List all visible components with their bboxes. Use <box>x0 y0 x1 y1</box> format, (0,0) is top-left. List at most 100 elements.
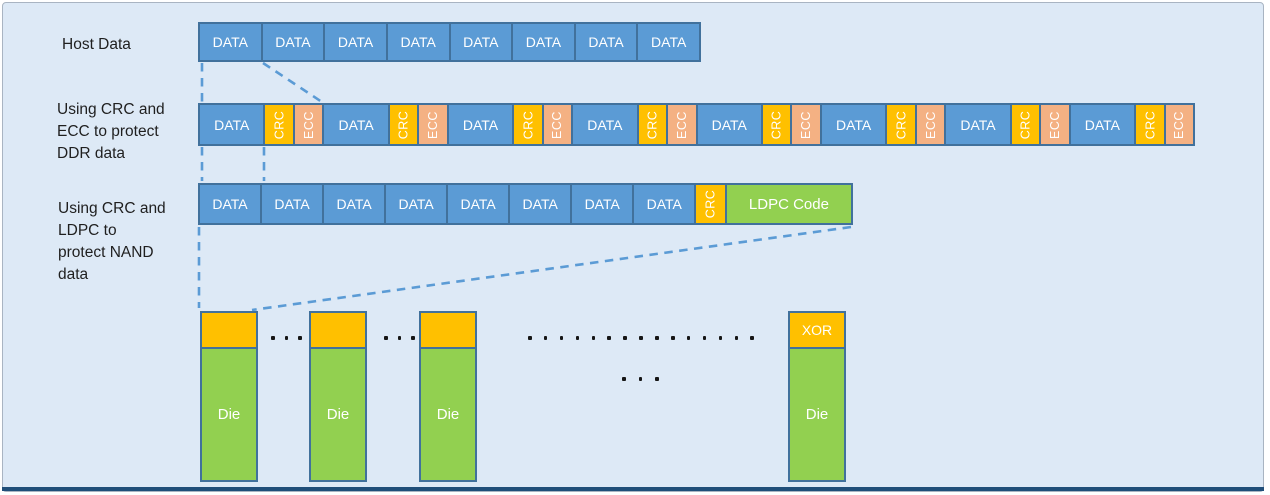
dot <box>750 336 754 340</box>
dot <box>639 336 643 340</box>
die-parity-cap <box>311 313 365 347</box>
ddr-data-group: DATA CRC ECC <box>200 105 323 144</box>
dot <box>298 336 302 340</box>
die-column: Die <box>200 311 258 482</box>
die-block: Die <box>790 349 844 480</box>
die-parity-cap <box>421 313 475 347</box>
die-block: Die <box>421 349 475 480</box>
ddr-data-block: DATA <box>324 105 388 144</box>
ecc-block: ECC <box>792 105 820 144</box>
dot <box>607 336 611 340</box>
ldpc-code-block: LDPC Code <box>726 185 851 223</box>
ddr-data-group: DATA CRC ECC <box>821 105 945 144</box>
die-block: Die <box>202 349 256 480</box>
xor-die-column: XOR Die <box>788 311 846 482</box>
crc-block: CRC <box>389 105 418 144</box>
ddr-data-block: DATA <box>200 105 264 144</box>
ecc-block-label: ECC <box>426 110 441 139</box>
die-block: Die <box>311 349 365 480</box>
ddr-data-block: DATA <box>448 105 513 144</box>
nand-protected-row: DATA DATA DATA DATA DATA DATA DATA DATA … <box>198 183 853 225</box>
ddr-protection-label: Using CRC and ECC to protect DDR data <box>57 101 165 162</box>
ecc-block-label: ECC <box>923 110 938 139</box>
ddr-data-group: DATA CRC ECC <box>324 105 447 144</box>
ecc-block: ECC <box>1165 105 1194 144</box>
xor-cap: XOR <box>790 313 844 347</box>
crc-block: CRC <box>887 105 915 144</box>
crc-block: CRC <box>1011 105 1040 144</box>
ddr-data-group: DATA CRC ECC <box>946 105 1069 144</box>
crc-block-label: CRC <box>1018 110 1033 139</box>
crc-block: CRC <box>762 105 791 144</box>
nand-data-blocks: DATA DATA DATA DATA DATA DATA DATA DATA <box>200 185 695 223</box>
dot <box>284 336 288 340</box>
ecc-block: ECC <box>668 105 696 144</box>
nand-data-block: DATA <box>386 185 447 223</box>
crc-block-label: CRC <box>769 110 784 139</box>
ddr-data-group: DATA CRC ECC <box>448 105 572 144</box>
ecc-block-label: ECC <box>1047 110 1062 139</box>
dot <box>623 336 627 340</box>
die-column: Die <box>309 311 367 482</box>
nand-data-block: DATA <box>324 185 385 223</box>
host-data-block: DATA <box>638 24 699 60</box>
dot <box>271 336 275 340</box>
host-data-block: DATA <box>200 24 261 60</box>
dot <box>734 336 739 340</box>
nand-data-block: DATA <box>262 185 323 223</box>
ddr-data-block: DATA <box>573 105 637 144</box>
dot <box>671 336 675 340</box>
ecc-block-label: ECC <box>301 110 316 139</box>
crc-block-label: CRC <box>396 110 411 139</box>
crc-block-label: CRC <box>1142 110 1157 139</box>
host-data-block: DATA <box>575 24 637 60</box>
bottom-accent-line <box>2 487 1264 491</box>
dot <box>655 336 659 340</box>
dot <box>686 336 691 340</box>
dot <box>528 336 532 340</box>
dot <box>702 336 707 340</box>
ddr-data-block: DATA <box>946 105 1010 144</box>
ecc-block: ECC <box>294 105 323 144</box>
die-parity-cap <box>202 313 256 347</box>
ddr-data-block: DATA <box>1070 105 1135 144</box>
dot <box>591 336 596 340</box>
dot <box>575 336 580 340</box>
host-data-label: Host Data <box>62 36 131 53</box>
nand-data-block: DATA <box>448 185 509 223</box>
dot <box>397 336 401 340</box>
nand-protection-label: Using CRC and LDPC to protect NAND data <box>58 200 166 283</box>
dot <box>622 377 626 381</box>
ddr-data-group: DATA CRC ECC <box>573 105 696 144</box>
nand-crc-label: CRC <box>703 189 718 219</box>
dot <box>559 336 564 340</box>
dot <box>411 336 415 340</box>
crc-block: CRC <box>1136 105 1164 144</box>
host-data-block: DATA <box>262 24 324 60</box>
ecc-block-label: ECC <box>550 110 565 139</box>
dot <box>655 377 659 381</box>
ddr-data-group: DATA CRC ECC <box>1070 105 1194 144</box>
ecc-block-label: ECC <box>674 110 689 139</box>
ecc-block-label: ECC <box>1172 110 1187 139</box>
ecc-block: ECC <box>1041 105 1069 144</box>
ellipsis-dots <box>384 336 415 340</box>
nand-data-block: DATA <box>634 185 695 223</box>
host-data-row: DATA DATA DATA DATA DATA DATA DATA DATA <box>198 22 701 62</box>
dot <box>543 336 548 340</box>
dot <box>638 377 642 381</box>
die-column: Die <box>419 311 477 482</box>
ddr-data-block: DATA <box>821 105 886 144</box>
dot <box>384 336 388 340</box>
ellipsis-dots-long <box>528 336 754 340</box>
crc-block: CRC <box>514 105 542 144</box>
ddr-protected-row: DATA CRC ECC DATA CRC ECC DATA CRC ECC D… <box>198 103 1195 146</box>
ddr-data-group: DATA CRC ECC <box>697 105 820 144</box>
host-data-block: DATA <box>325 24 386 60</box>
host-data-block: DATA <box>450 24 512 60</box>
ecc-block: ECC <box>543 105 572 144</box>
crc-block: CRC <box>638 105 667 144</box>
nand-data-block: DATA <box>200 185 261 223</box>
